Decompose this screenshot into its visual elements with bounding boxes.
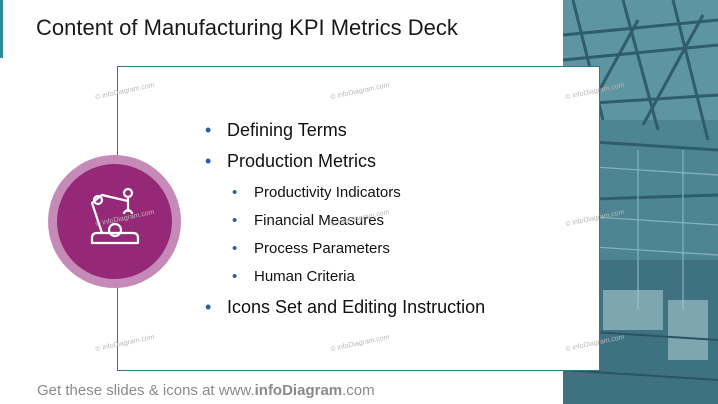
list-item: •Human Criteria [232, 268, 355, 285]
list-item: •Production Metrics [205, 151, 377, 171]
icon-circle [57, 164, 172, 279]
list-item: •Icons Set and Editing Instruction [205, 297, 486, 317]
list-item: •Financial Measures [232, 212, 385, 229]
list-item: •Productivity Indicators [232, 184, 401, 201]
footer-text: Get these slides & icons at www.infoDiag… [37, 382, 375, 399]
content-card [117, 66, 600, 371]
list-item: •Defining Terms [205, 120, 347, 140]
footer-brand: infoDiagram [254, 382, 343, 399]
list-item: •Process Parameters [232, 240, 390, 257]
factory-photo [563, 0, 718, 404]
robot-arm-icon [80, 183, 150, 253]
slide-title: Content of Manufacturing KPI Metrics Dec… [36, 15, 458, 40]
left-accent-bar [0, 0, 3, 58]
